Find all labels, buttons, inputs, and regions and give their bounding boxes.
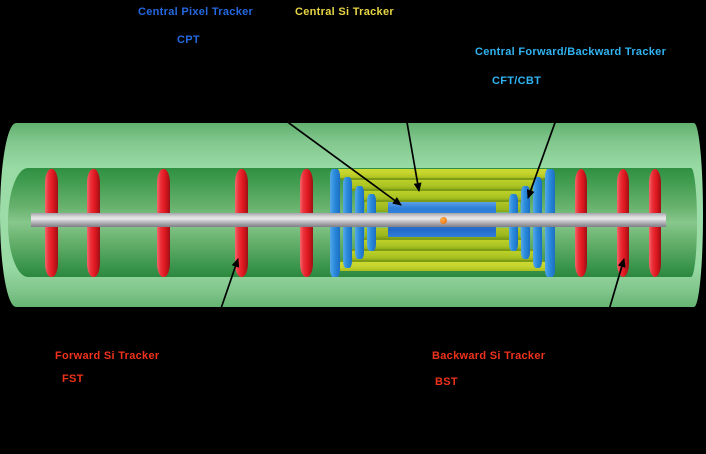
label-central-si-tracker: Central Si Tracker [295,6,394,18]
label-cft-cbt-abbrev: CFT/CBT [492,75,542,87]
cst-barrel-gap [359,238,526,240]
label-cpt-abbrev: CPT [177,34,200,46]
cst-barrel-layer [356,240,529,249]
cst-barrel-gap [341,260,544,262]
cst-barrel-layer [347,251,538,260]
arrow-fst [205,258,240,353]
label-central-pixel-tracker: Central Pixel Tracker [138,6,254,18]
cst-barrel-gap [359,200,526,202]
cst-barrel-layer [338,262,547,271]
label-bst-abbrev: BST [435,376,458,388]
label-forward-si-tracker: Forward Si Tracker [55,350,160,362]
interaction-point [440,217,447,224]
label-central-fb-tracker: Central Forward/Backward Tracker [475,46,667,58]
cst-barrel-gap [350,189,535,191]
cst-barrel-gap [341,178,544,180]
arrow-cpt [195,54,402,206]
label-backward-si-tracker: Backward Si Tracker [432,350,546,362]
cst-barrel-gap [350,249,535,251]
beam-pipe [31,213,666,227]
arrow-cst [389,24,422,192]
label-fst-abbrev: FST [62,373,84,385]
cst-barrel-layer [347,180,538,189]
cst-barrel-layer [338,169,547,178]
arrow-bst [598,258,626,345]
arrow-cft-cbt [526,91,567,199]
cst-barrel-layer [356,191,529,200]
